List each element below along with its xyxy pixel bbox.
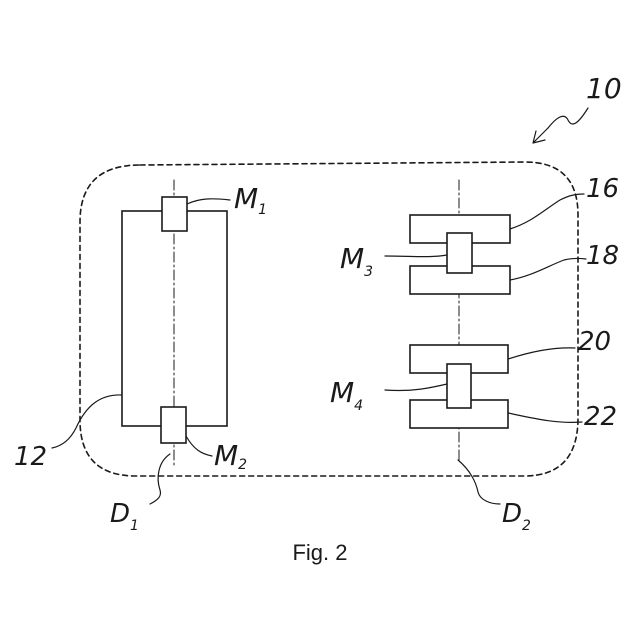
leader-12 [52,395,122,448]
label-m4: M4 [330,376,363,414]
label-d1-sub: 1 [130,518,139,534]
label-d2: D2 [502,499,531,534]
leader-m3 [385,255,447,257]
label-m3-sub: 3 [364,264,373,280]
device-arrow [533,128,548,143]
leader-18 [510,258,586,280]
label-m1-sub: 1 [258,202,267,218]
label-22: 22 [584,402,617,432]
label-18: 18 [586,241,619,271]
leader-d1 [150,454,170,504]
label-m4-main: M [330,376,354,409]
label-d2-sub: 2 [522,518,531,534]
leader-d2 [458,460,500,504]
label-m1-main: M [234,182,258,215]
leader-20 [508,348,575,359]
leader-22 [508,413,582,422]
label-m2-main: M [214,439,238,472]
leader-16 [510,194,584,229]
label-d1: D1 [110,499,139,534]
label-16: 16 [586,174,619,204]
label-m4-sub: 4 [354,398,363,414]
leader-m4 [385,384,447,391]
label-10: 10 [586,72,622,105]
label-m2-sub: 2 [238,457,247,473]
label-m3: M3 [340,242,373,280]
label-12: 12 [14,442,47,472]
label-d1-main: D [110,499,130,529]
figure-caption: Fig. 2 [292,540,347,565]
module-m4-square [447,364,471,408]
device-leader-wave [548,108,588,128]
label-m3-main: M [340,242,364,275]
module-m2-square [161,407,186,443]
label-20: 20 [578,327,611,357]
module-m3-square [447,233,472,273]
leader-m2 [186,436,212,456]
label-m1: M1 [234,182,267,218]
module-m1-square [162,197,187,231]
label-d2-main: D [502,499,522,529]
leader-m1 [187,199,230,204]
label-m2: M2 [214,439,247,473]
